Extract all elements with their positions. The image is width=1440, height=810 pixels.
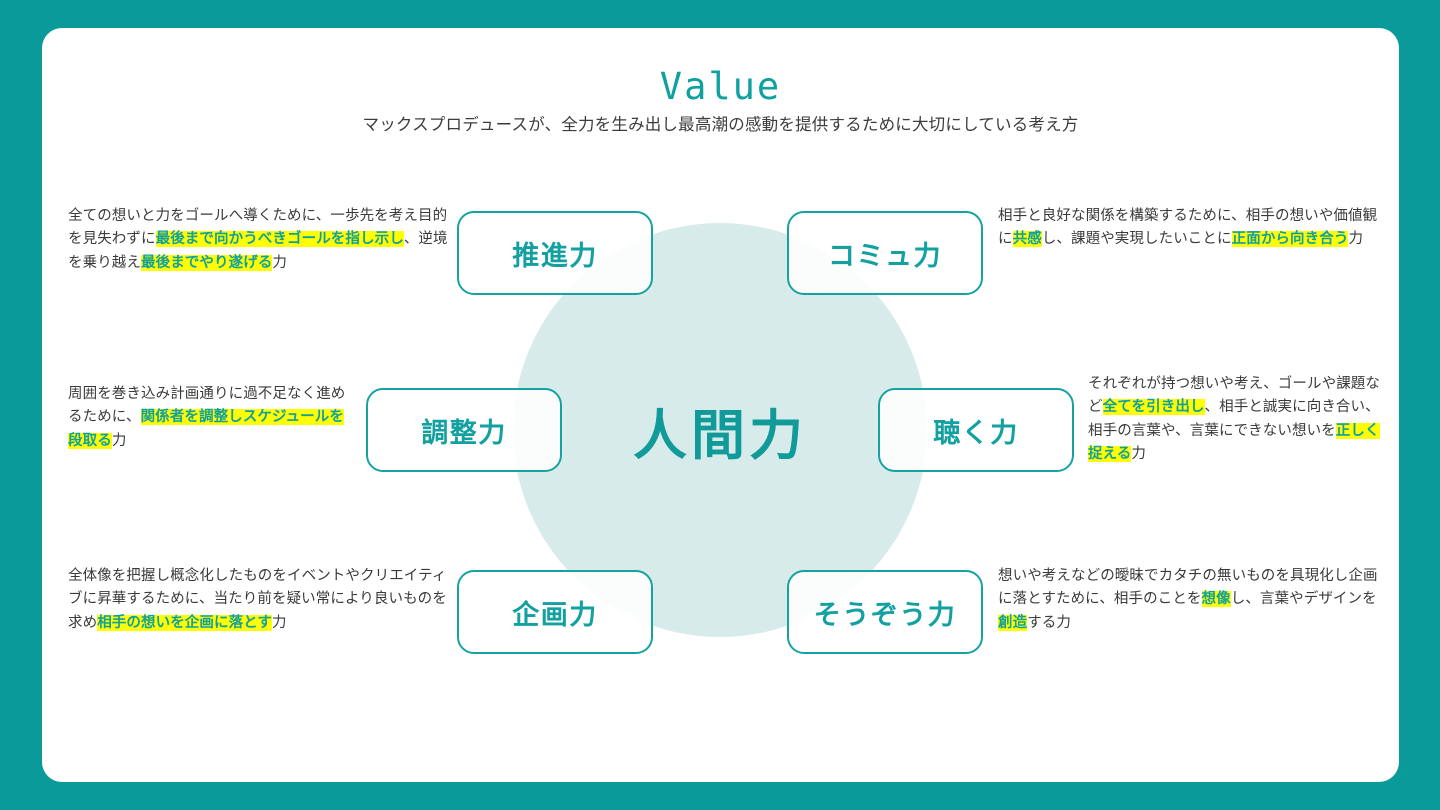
plain-phrase: 全ての想いと力をゴールへ導くために、一歩先を考え目的を見失わずに <box>68 208 448 248</box>
description-chouseiryoku: 周囲を巻き込み計画通りに過不足なく進めるために、関係者を調整しスケジュールを段取… <box>68 383 358 453</box>
description-souzouryoku: 想いや考えなどの曖昧でカタチの無いものを具現化し企画に落とすために、相手のことを… <box>998 565 1378 635</box>
center-label: 人間力 <box>633 405 807 466</box>
slide-card: Value マックスプロデュースが、全力を生み出し最高潮の感動を提供するために大… <box>42 28 1399 782</box>
description-kikakuryoku: 全体像を把握し概念化したものをイベントやクリエイティブに昇華するために、当たり前… <box>68 565 448 635</box>
highlighted-phrase: 正面から向き合う <box>1231 231 1349 248</box>
pill-suishinryoku[interactable]: 推進力 <box>457 211 653 295</box>
plain-phrase: し、言葉やデザインを <box>1230 591 1377 608</box>
highlighted-phrase: 共感 <box>1012 231 1042 248</box>
plain-phrase: それぞれが持つ想いや考え、ゴールや課題など <box>1088 376 1380 416</box>
pill-chouseiryoku[interactable]: 調整力 <box>366 388 562 472</box>
description-komyuryoku: 相手と良好な関係を構築するために、相手の想いや価値観に共感し、課題や実現したいこ… <box>998 205 1390 252</box>
plain-phrase: 力 <box>272 254 288 271</box>
highlighted-phrase: 相手の想いを企画に落とす <box>97 614 272 631</box>
plain-phrase: 想いや考えなどの曖昧でカタチの無いものを具現化し企画に落とすために、相手のことを <box>998 568 1378 608</box>
plain-phrase: 力 <box>1131 446 1146 463</box>
plain-phrase: 周囲を巻き込み計画通りに過不足なく進めるために、 <box>68 386 346 426</box>
description-suishinryoku: 全ての想いと力をゴールへ導くために、一歩先を考え目的を見失わずに最後まで向かうべ… <box>68 205 460 275</box>
plain-phrase: する力 <box>1027 614 1072 631</box>
highlighted-phrase: 最後まで向かうべきゴールを指し示し <box>155 231 404 248</box>
plain-phrase: 力 <box>111 432 127 449</box>
highlighted-phrase: 想像 <box>1201 591 1231 608</box>
highlighted-phrase: 全てを引き出し <box>1102 399 1205 416</box>
pill-kikuchikara[interactable]: 聴く力 <box>878 388 1074 472</box>
plain-phrase: 、逆境を乗り越え <box>68 231 448 271</box>
pill-kikakuryoku[interactable]: 企画力 <box>457 570 653 654</box>
highlighted-phrase: 最後までやり遂げる <box>141 254 273 271</box>
pill-souzouryoku[interactable]: そうぞう力 <box>787 570 983 654</box>
page-subtitle: マックスプロデュースが、全力を生み出し最高潮の感動を提供するために大切にしている… <box>362 116 1079 134</box>
plain-phrase: し、課題や実現したいことに <box>1041 231 1232 248</box>
plain-phrase: 、相手と誠実に向き合い、相手の言葉や、言葉にできない想いを <box>1088 399 1380 439</box>
highlighted-phrase: 創造 <box>998 614 1028 631</box>
plain-phrase: 力 <box>1348 231 1364 248</box>
plain-phrase: 力 <box>271 614 287 631</box>
plain-phrase: 相手と良好な関係を構築するために、相手の想いや価値観に <box>998 208 1378 248</box>
pill-komyuryoku[interactable]: コミュ力 <box>787 211 983 295</box>
plain-phrase: 全体像を把握し概念化したものをイベントやクリエイティブに昇華するために、当たり前… <box>68 568 447 631</box>
page-title: Value <box>659 65 782 108</box>
description-kikuchikara: それぞれが持つ想いや考え、ゴールや課題など全てを引き出し、相手と誠実に向き合い、… <box>1088 373 1390 467</box>
